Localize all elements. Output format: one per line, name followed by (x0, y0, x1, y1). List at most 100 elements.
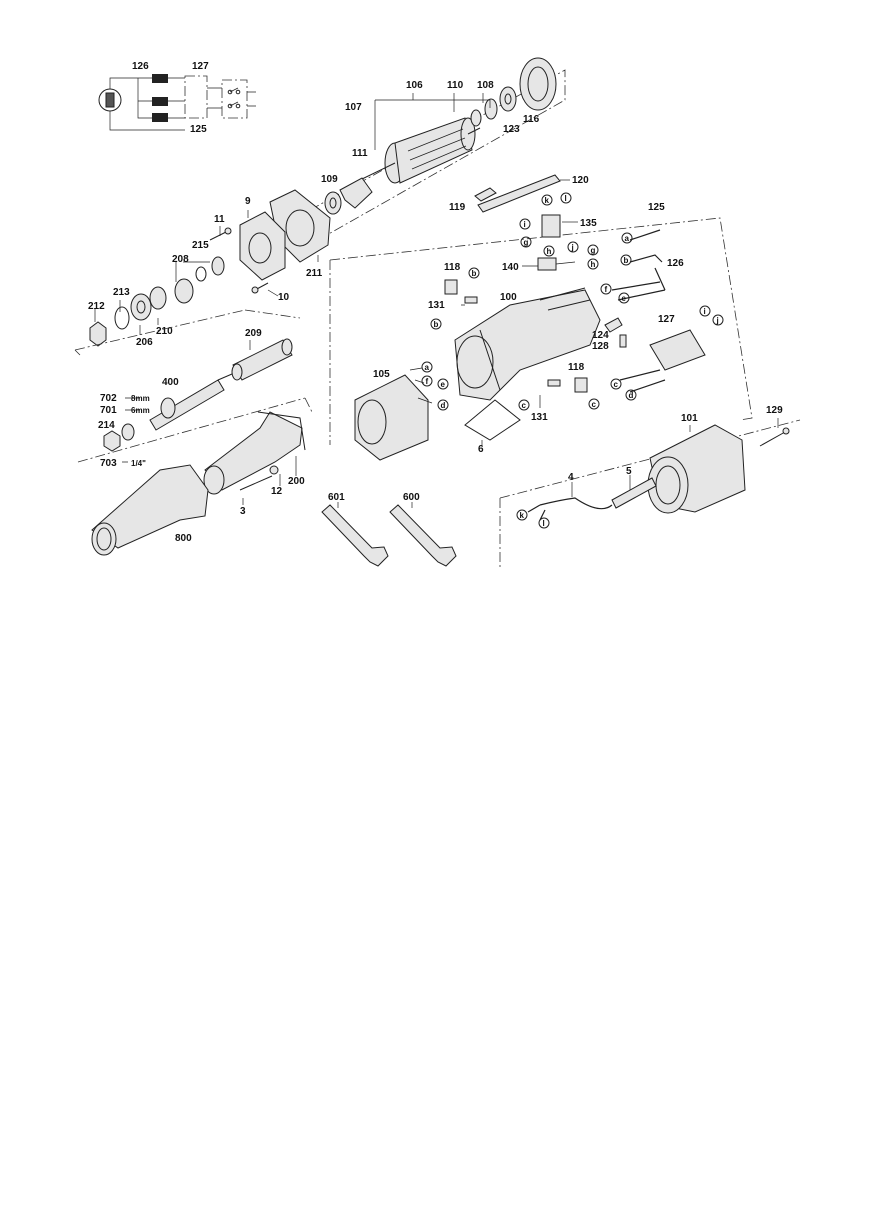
label-123: 123 (503, 124, 520, 135)
letter-l-2: l (538, 517, 550, 529)
letter-a-2: a (621, 232, 633, 244)
label-212: 212 (88, 301, 105, 312)
motor-housing-group: 105 6 100 118 118 131 131 135 120 119 (329, 174, 753, 461)
label-128: 128 (592, 341, 609, 352)
label-106: 106 (406, 80, 423, 91)
label-135: 135 (580, 218, 597, 229)
svg-text:l: l (543, 519, 545, 528)
label-125-schematic: 125 (190, 124, 207, 135)
label-126-part: 126 (667, 258, 684, 269)
letter-i-1: i (519, 218, 531, 230)
svg-text:j: j (571, 243, 574, 252)
label-127-schematic: 127 (192, 61, 209, 72)
letter-e-1: e (437, 378, 449, 390)
rear-cover-group: 101 129 5 4 (499, 405, 801, 568)
letter-k-1: k (541, 194, 553, 206)
letter-b-3: b (620, 254, 632, 266)
label-118-bottom: 118 (568, 362, 585, 373)
size-701: 6mm (131, 406, 150, 415)
svg-text:e: e (441, 380, 446, 389)
label-109: 109 (321, 174, 338, 185)
label-111: 111 (352, 148, 368, 159)
label-100: 100 (500, 292, 517, 303)
label-126-schematic: 126 (132, 61, 149, 72)
svg-text:i: i (524, 220, 526, 229)
svg-text:h: h (591, 260, 596, 269)
letter-f-1: f (421, 375, 433, 387)
size-702: 8mm (131, 394, 150, 403)
label-800: 800 (175, 533, 192, 544)
gear-head-group: 9 11 215 208 10 211 212 213 206 210 (74, 189, 331, 356)
svg-text:f: f (605, 285, 608, 294)
label-208: 208 (172, 254, 189, 265)
svg-text:h: h (547, 247, 552, 256)
letter-j-2: j (712, 314, 724, 326)
svg-text:d: d (629, 391, 634, 400)
svg-text:b: b (624, 256, 629, 265)
label-116: 116 (523, 114, 540, 125)
label-213: 213 (113, 287, 130, 298)
letter-j-1: j (567, 241, 579, 253)
svg-text:g: g (524, 238, 529, 247)
label-124: 124 (592, 330, 609, 341)
label-214: 214 (98, 420, 115, 431)
label-105: 105 (373, 369, 390, 380)
label-702: 702 (100, 393, 117, 404)
label-11: 11 (214, 214, 225, 225)
label-118-top: 118 (444, 262, 461, 273)
label-206: 206 (136, 337, 153, 348)
letter-e-2: e (618, 292, 630, 304)
nose-group: 12 200 3 800 (91, 411, 306, 556)
svg-text:b: b (434, 320, 439, 329)
label-210: 210 (156, 326, 173, 337)
svg-text:c: c (592, 400, 597, 409)
label-6: 6 (478, 444, 484, 455)
label-703: 703 (100, 458, 117, 469)
label-120: 120 (572, 175, 589, 186)
svg-text:e: e (622, 294, 627, 303)
connection-letters: a a b b b c c c d d e e f f g g h h i i … (421, 192, 724, 529)
svg-text:l: l (565, 194, 567, 203)
label-10: 10 (278, 292, 290, 303)
svg-text:g: g (591, 246, 596, 255)
letter-h-1: h (543, 245, 555, 257)
spindle-group: 209 400 702 8mm 701 6mm 214 703 1/4" (77, 328, 313, 469)
svg-text:a: a (425, 363, 430, 372)
label-108: 108 (477, 80, 494, 91)
label-127-part: 127 (658, 314, 675, 325)
svg-text:a: a (625, 234, 630, 243)
label-129: 129 (766, 405, 783, 416)
svg-text:j: j (716, 316, 719, 325)
label-131-bottom: 131 (531, 412, 548, 423)
wrenches-group: 601 600 (321, 492, 457, 567)
svg-text:i: i (704, 307, 706, 316)
letter-c-2: c (588, 398, 600, 410)
label-110: 110 (447, 80, 464, 91)
letter-k-2: k (516, 509, 528, 521)
label-4: 4 (568, 472, 574, 483)
label-101: 101 (681, 413, 698, 424)
wiring-schematic: 126 127 125 (98, 61, 256, 135)
label-131-top: 131 (428, 300, 445, 311)
label-5: 5 (626, 466, 632, 477)
letter-b-2: b (430, 318, 442, 330)
letter-c-3: c (610, 378, 622, 390)
label-3: 3 (240, 506, 246, 517)
letter-g-2: g (587, 244, 599, 256)
label-140: 140 (502, 262, 519, 273)
label-601: 601 (328, 492, 345, 503)
svg-text:b: b (472, 269, 477, 278)
letter-c-1: c (518, 399, 530, 411)
letter-b-1: b (468, 267, 480, 279)
letter-i-2: i (699, 305, 711, 317)
letter-g-1: g (520, 236, 532, 248)
label-9: 9 (245, 196, 251, 207)
letter-f-2: f (600, 283, 612, 295)
svg-text:k: k (520, 511, 525, 520)
label-400: 400 (162, 377, 179, 388)
svg-text:k: k (545, 196, 550, 205)
label-107: 107 (345, 102, 362, 113)
letter-l-1: l (560, 192, 572, 204)
label-125-part: 125 (648, 202, 665, 213)
